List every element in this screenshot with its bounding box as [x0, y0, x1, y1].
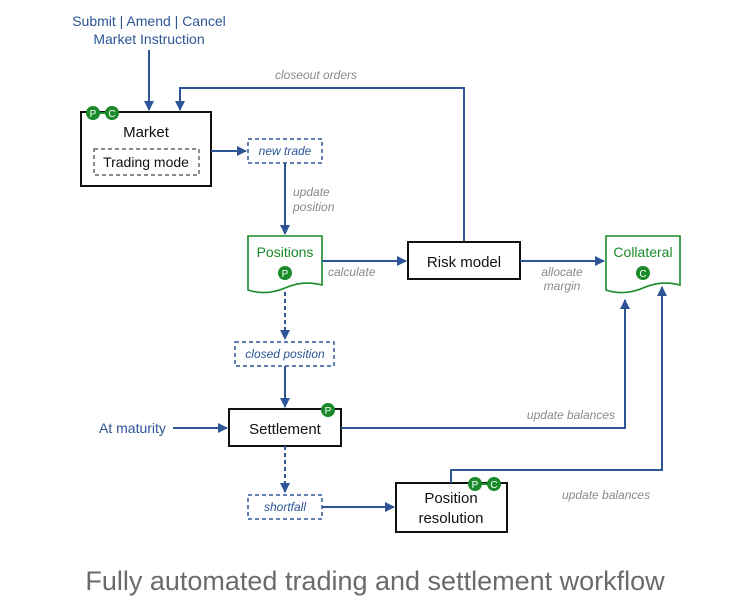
- market-badges: P C: [86, 106, 119, 120]
- workflow-diagram: Submit | Amend | Cancel Market Instructi…: [72, 13, 681, 533]
- market-title: Market: [123, 124, 170, 141]
- label-update-balances-1: update balances: [527, 408, 615, 422]
- input-label-line2: Market Instruction: [93, 31, 204, 47]
- label-calculate: calculate: [328, 265, 376, 279]
- position-resolution-line2: resolution: [418, 510, 483, 527]
- badge-p: [86, 106, 100, 120]
- risk-model-title: Risk model: [427, 254, 501, 271]
- positions-title: Positions: [257, 244, 314, 260]
- collateral-badge-c: [636, 266, 650, 280]
- positions-badge-p: [278, 266, 292, 280]
- label-at-maturity: At maturity: [99, 420, 166, 436]
- resolution-badges: P C: [468, 477, 501, 491]
- collateral-box: [605, 235, 681, 294]
- badge-c: [105, 106, 119, 120]
- badge-c: [487, 477, 501, 491]
- shortfall-label: shortfall: [264, 500, 306, 514]
- positions-box: [247, 235, 323, 294]
- risk-model-box: [407, 241, 521, 280]
- svg-text:P: P: [325, 406, 332, 417]
- closed-position-label: closed position: [245, 347, 325, 361]
- collateral-title: Collateral: [613, 244, 672, 260]
- label-update-balances-2: update balances: [562, 488, 650, 502]
- trading-mode-label: Trading mode: [103, 154, 189, 170]
- closed-position-box: [234, 341, 335, 367]
- svg-text:P: P: [472, 480, 479, 491]
- settlement-badge-p: [321, 403, 335, 417]
- trading-mode-box: [93, 148, 200, 176]
- arrow-closeout-orders: [175, 87, 465, 242]
- svg-text:C: C: [108, 109, 115, 120]
- position-resolution-line1: Position: [424, 490, 477, 507]
- figure-caption: Fully automated trading and settlement w…: [85, 566, 665, 596]
- svg-text:C: C: [639, 269, 646, 280]
- label-closeout-orders: closeout orders: [275, 68, 357, 82]
- label-update-position-1: update: [293, 185, 330, 199]
- new-trade-label: new trade: [259, 144, 312, 158]
- label-update-position-2: position: [292, 200, 335, 214]
- input-label-line1: Submit | Amend | Cancel: [72, 13, 226, 29]
- svg-text:P: P: [282, 269, 289, 280]
- badge-p: [468, 477, 482, 491]
- label-allocate: allocate: [541, 265, 583, 279]
- position-resolution-box: [395, 482, 508, 533]
- label-margin: margin: [544, 279, 581, 293]
- svg-text:P: P: [90, 109, 97, 120]
- arrow-settlement-to-collateral: [341, 299, 630, 429]
- arrow-resolution-to-collateral: [450, 286, 667, 483]
- settlement-title: Settlement: [249, 421, 322, 438]
- svg-text:C: C: [490, 480, 497, 491]
